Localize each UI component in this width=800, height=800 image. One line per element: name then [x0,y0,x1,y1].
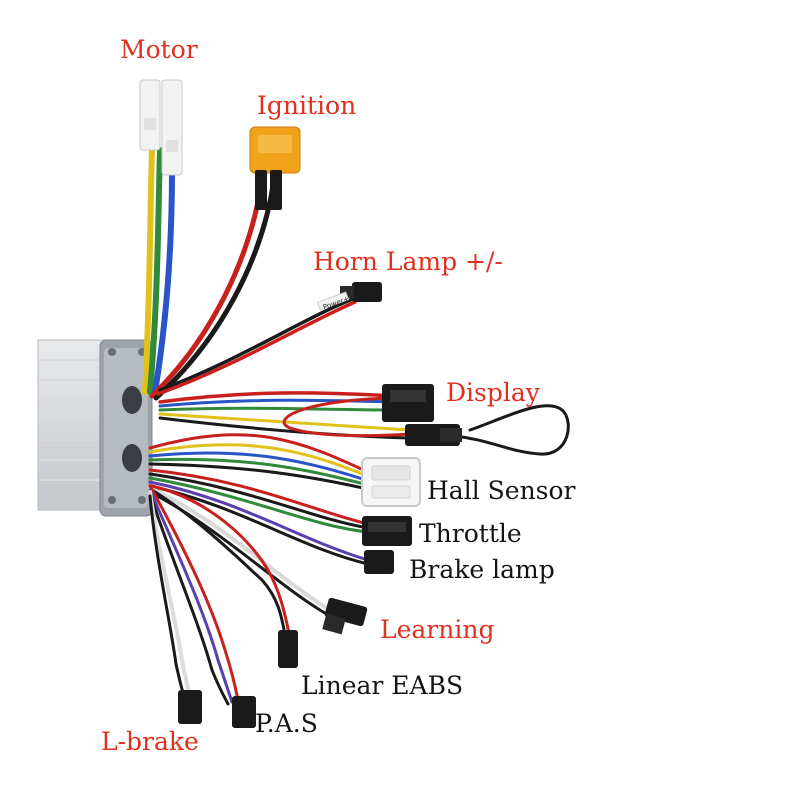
pas-connector [232,696,256,728]
label-hall-sensor: Hall Sensor [427,476,576,505]
lbrake-wire-white [148,490,192,698]
lower-wire-bundle [148,433,374,706]
label-ignition: Ignition [257,91,357,120]
display-wire-red [158,391,397,404]
hall-wire-red [148,433,374,476]
brake-lamp-wire-black [148,484,370,566]
loop-wire-black [453,404,570,456]
motor-connector [139,79,183,176]
label-throttle: Throttle [419,519,522,548]
label-pas: P.A.S [255,709,318,738]
hall-sensor-connector [361,457,421,507]
learning-wire-white [148,486,332,612]
lbrake-wire-black [148,494,186,698]
throttle-connector [362,516,412,546]
l-brake-connector [178,690,202,724]
motor-wire-yellow [142,145,155,395]
horn-lamp-connector [316,282,382,311]
pas-wire-red [148,484,240,702]
ignition-connector [249,126,301,210]
ignition-wire-black [153,177,277,401]
label-horn-lamp: Horn Lamp +/- [313,247,503,276]
throttle-wire-green [148,476,370,534]
hall-wire-black [148,462,374,492]
label-linear-eabs: Linear EABS [301,671,464,700]
horn-wire-black [158,296,357,392]
display-wire-blue [158,398,397,408]
motor-wire-green [147,147,163,395]
loop-wire-red [282,396,412,438]
hall-wire-blue [148,451,374,484]
eabs-wire-black [150,488,288,642]
brake-lamp-connector [364,550,394,574]
controller-housing [37,339,153,517]
brake-lamp-wire-purple [148,480,370,562]
eabs-wire-red [150,484,292,640]
display-wire-black [158,416,412,440]
hall-wire-yellow [148,443,374,480]
horn-wire-red [156,300,357,396]
motor-wire-blue [152,167,175,395]
pas-wire-purple [148,488,234,704]
display-wire-yellow [158,412,412,432]
hall-wire-green [148,457,374,488]
label-display: Display [446,378,540,407]
throttle-wire-red [148,468,370,526]
label-l-brake: L-brake [101,727,199,756]
throttle-wire-black [148,472,370,530]
label-learning: Learning [380,615,495,644]
display-connectors [382,384,462,446]
learning-connector [322,597,368,635]
ignition-wire-red [149,177,265,399]
label-brake-lamp: Brake lamp [409,555,555,584]
display-wire-green [158,406,397,412]
pas-wire-black [148,492,230,706]
linear-eabs-connector [278,630,298,668]
label-motor: Motor [120,35,198,64]
upper-wire-bundle [142,145,570,456]
